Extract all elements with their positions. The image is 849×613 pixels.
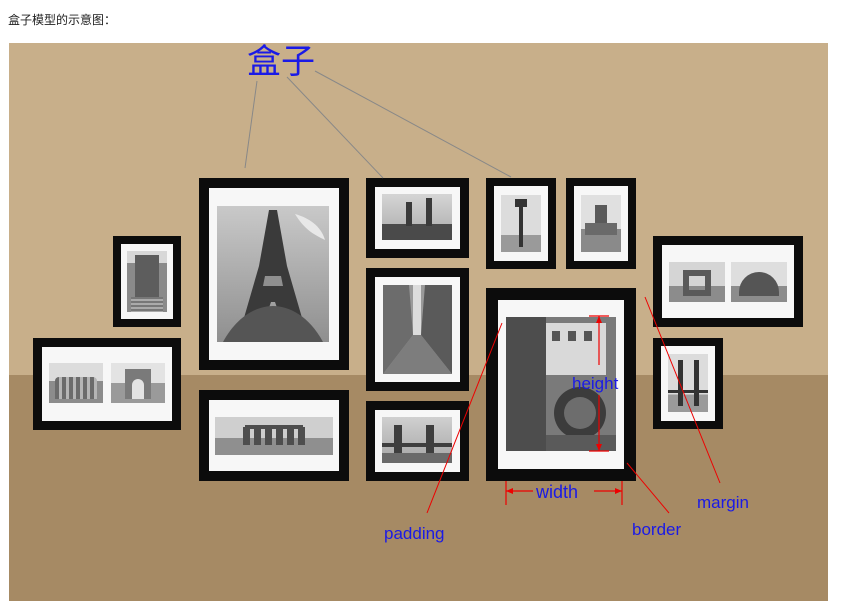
photo-castle xyxy=(581,195,621,252)
height-label: height xyxy=(572,374,619,393)
frame-arche-dome xyxy=(653,236,803,327)
photo-towerbridge xyxy=(382,417,452,463)
margin-pointer-line xyxy=(644,296,721,484)
width-label: width xyxy=(535,482,578,502)
page-caption: 盒子模型的示意图： xyxy=(8,13,117,27)
photo-church xyxy=(127,251,167,312)
frame-castle xyxy=(566,178,636,269)
padding-pointer-line xyxy=(426,322,503,514)
photo-waterwheel xyxy=(506,317,616,451)
frame-colosseum-arc xyxy=(33,338,181,430)
photo-arc xyxy=(111,363,165,403)
frame-stonehenge xyxy=(199,390,349,481)
box-pointer-line xyxy=(244,80,258,169)
box-label: 盒子 xyxy=(247,43,315,82)
photo-stonehenge xyxy=(215,417,333,455)
frame-waterwheel xyxy=(486,288,636,481)
photo-street xyxy=(383,285,452,374)
photo-arche xyxy=(669,262,725,302)
photo-dome xyxy=(731,262,787,302)
photo-bigben xyxy=(382,194,452,240)
frame-bigben xyxy=(366,178,469,258)
padding-label: padding xyxy=(384,524,445,543)
photo-colosseum xyxy=(49,363,103,403)
frame-lamp xyxy=(486,178,556,269)
border-pointer-line xyxy=(626,462,670,514)
frame-eiffel xyxy=(199,178,349,370)
margin-label: margin xyxy=(697,493,749,512)
annotation-overlay: 盒子 height width padding border margin xyxy=(244,43,749,543)
photo-eiffel xyxy=(217,206,329,342)
frame-church xyxy=(113,236,181,327)
box-model-illustration: 盒子 height width padding border margin xyxy=(9,43,828,601)
box-pointer-line xyxy=(314,70,512,178)
frame-towerbridge xyxy=(366,401,469,481)
photo-lamp xyxy=(501,195,541,252)
border-label: border xyxy=(632,520,681,539)
box-pointer-line xyxy=(286,76,384,179)
frame-street xyxy=(366,268,469,391)
